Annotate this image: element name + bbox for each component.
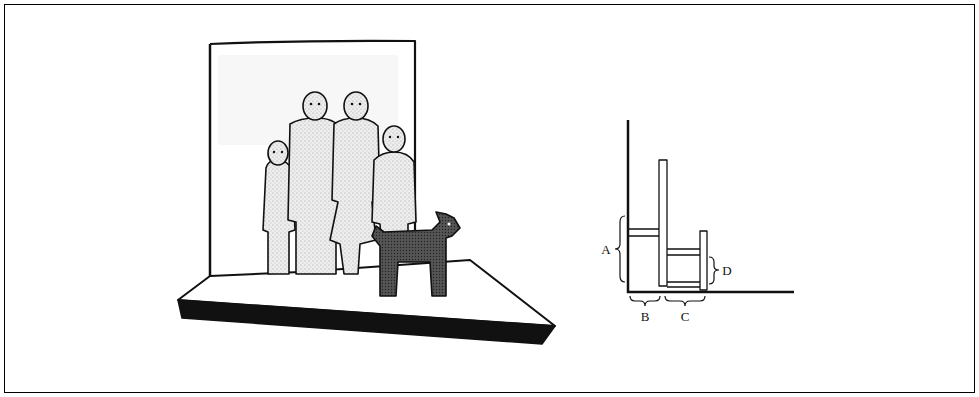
family-figures — [263, 92, 460, 296]
part-letter: D — [722, 264, 731, 277]
cross-section — [627, 120, 794, 293]
part-letter: A — [601, 243, 610, 256]
popup-card — [178, 41, 555, 344]
part-letter: B — [641, 310, 650, 323]
frame — [5, 5, 975, 393]
part-letter: C — [681, 310, 690, 323]
dimension-bracket — [615, 216, 719, 306]
